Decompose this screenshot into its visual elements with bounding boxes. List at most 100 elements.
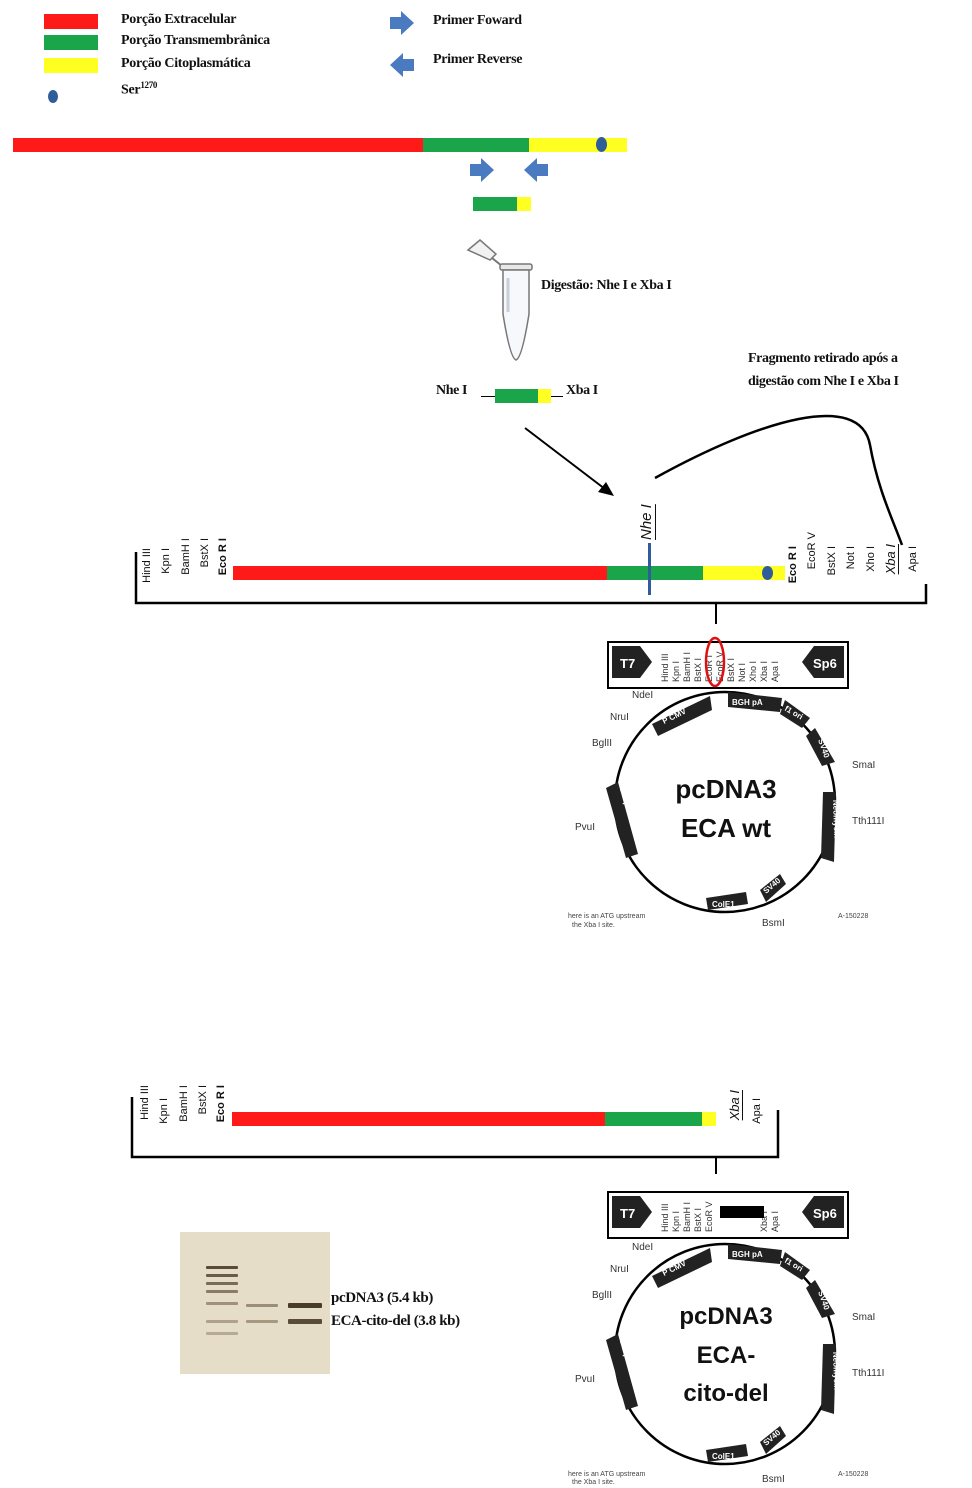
plasmid-top-footnote-1: here is an ATG upstream — [568, 913, 645, 920]
plasmid-top-name-2: ECA wt — [681, 813, 771, 843]
legend-label-transmembrane: Porção Transmembrânica — [121, 33, 270, 48]
plasmid-top-code: A-150228 — [838, 913, 868, 920]
microtube-icon — [466, 239, 533, 361]
gel-image — [180, 1232, 330, 1374]
gel-lane3-band-upper — [288, 1303, 322, 1308]
protein-transmembrane-segment — [423, 138, 529, 152]
plasmid-top-ecor-highlight — [704, 636, 726, 688]
fragment-nhe-label: Nhe I — [436, 383, 468, 398]
fragment-transmembrane — [495, 389, 538, 403]
plasmid-top-site-nrui: NruI — [610, 712, 629, 723]
gel-ladder-band — [206, 1274, 238, 1277]
construct-nhe-cut-mark — [648, 543, 651, 595]
pcr-product-transmembrane — [473, 197, 517, 211]
plasmid-bottom-mcs-2: BamH I — [682, 1202, 692, 1232]
construct-extracellular — [233, 566, 607, 580]
fragment-left-line — [481, 396, 495, 397]
legend-label-cytoplasmic: Porção Citoplasmática — [121, 56, 251, 71]
plasmid-bottom-mcs-0: Hind III — [660, 1203, 670, 1232]
plasmid-bottom-t7: T7 — [620, 1206, 635, 1221]
gel-lane2-band-upper — [246, 1304, 278, 1307]
gel-ladder-band — [206, 1320, 238, 1323]
ser-superscript: 1270 — [140, 80, 158, 90]
plasmid-bottom-site-tth: Tth111I — [852, 1368, 884, 1379]
gel-ladder-band — [206, 1290, 238, 1293]
fragment-removed-line1: Fragmento retirado após a — [748, 351, 898, 366]
plasmid-top-mcs-4: EcoR I — [704, 655, 714, 682]
digestion-label: Digestão: Nhe I e Xba I — [541, 278, 672, 293]
legend-swatch-extracellular — [44, 14, 98, 29]
mcs-bottom-bracket — [130, 1097, 780, 1174]
plasmid-top-site-tth: Tth111I — [852, 816, 884, 827]
plasmid-top-mcs-10: Apa I — [770, 661, 780, 682]
ser-text: Ser — [121, 82, 141, 98]
plasmid-top-mcs-2: BamH I — [682, 652, 692, 682]
plasmid-bottom-name-2: ECA- — [697, 1342, 756, 1369]
plasmid-map-bottom: T7 Sp6 Hind III Kpn I BamH I BstX I EcoR… — [568, 1191, 884, 1486]
mcs-top-bracket — [134, 552, 928, 624]
legend-swatch-cytoplasmic — [44, 58, 98, 73]
plasmid-top-site-bsmi: BsmI — [762, 918, 785, 929]
plasmid-top-mcs-3: BstX I — [693, 658, 703, 682]
gel-label-pcdna3: pcDNA3 (5.4 kb) — [331, 1290, 433, 1306]
primer-reverse-arrow-icon — [524, 158, 548, 182]
protein-ser-dot — [596, 137, 607, 152]
legend-label-ser: Ser1270 — [121, 80, 157, 99]
legend-primer-reverse-icon — [390, 53, 414, 77]
plasmid-bottom-code: A-150228 — [838, 1471, 868, 1478]
fragment-cytoplasmic — [538, 389, 551, 403]
legend-label-primer-reverse: Primer Reverse — [433, 52, 523, 67]
plasmid-top-name-1: pcDNA3 — [675, 774, 776, 804]
gel-ladder-band — [206, 1302, 238, 1305]
gel-ladder-band — [206, 1332, 238, 1335]
plasmid-bottom-footnote-1: here is an ATG upstream — [568, 1471, 645, 1478]
plasmid-bottom-mcs-4: EcoR V — [704, 1201, 714, 1232]
pcr-product-cytoplasmic — [517, 197, 531, 211]
plasmid-top-site-smai: SmaI — [852, 760, 875, 771]
plasmid-top-t7: T7 — [620, 656, 635, 671]
gel-ladder-band — [206, 1282, 238, 1285]
legend-primer-forward-icon — [390, 11, 414, 35]
deletion-construct-transmembrane — [605, 1112, 702, 1126]
plasmid-bottom-site-nrui: NruI — [610, 1264, 629, 1275]
plasmid-bottom-name-3: cito-del — [683, 1380, 768, 1407]
plasmid-bottom-mcs-6: Xba I — [759, 1211, 769, 1232]
gel-label-eca-cito-del: ECA-cito-del (3.8 kb) — [331, 1313, 460, 1329]
legend-swatch-transmembrane — [44, 35, 98, 50]
gel-lane2-band-lower — [246, 1320, 278, 1323]
plasmid-bottom-site-smai: SmaI — [852, 1312, 875, 1323]
plasmid-top-mcs-5: EcoR V — [715, 651, 725, 682]
plasmid-top-mcs-6: BstX I — [726, 658, 736, 682]
protein-extracellular-segment — [13, 138, 423, 152]
plasmid-top-site-bglii: BglII — [592, 738, 612, 749]
plasmid-bottom-name-1: pcDNA3 — [679, 1303, 772, 1330]
plasmid-map-top: T7 Sp6 Hind III Kpn I BamH I BstX I EcoR… — [568, 636, 884, 929]
plasmid-bottom-feature-cole1: ColE1 — [712, 1452, 735, 1461]
plasmid-top-mcs-7: Not I — [737, 663, 747, 682]
plasmid-top-site-pvui: PvuI — [575, 822, 595, 833]
deletion-construct-extracellular — [232, 1112, 605, 1126]
legend-label-primer-forward: Primer Foward — [433, 13, 522, 28]
plasmid-bottom-footnote-2: the Xba I site. — [572, 1479, 615, 1486]
plasmid-bottom-mcs-1: Kpn I — [671, 1211, 681, 1232]
plasmid-top-feature-bghpa: BGH pA — [732, 698, 763, 707]
plasmid-top-feature-cole1: ColE1 — [712, 900, 735, 909]
plasmid-bottom-feature-neomycin: Neomycin — [831, 1352, 841, 1391]
plasmid-top-mcs-1: Kpn I — [671, 661, 681, 682]
plasmid-top-footnote-2: the Xba I site. — [572, 922, 615, 929]
construct-transmembrane — [607, 566, 703, 580]
fragment-xba-label: Xba I — [566, 383, 598, 398]
insertion-arrow — [524, 414, 904, 546]
plasmid-bottom-site-bsmi: BsmI — [762, 1474, 785, 1485]
plasmid-top-mcs-0: Hind III — [660, 653, 670, 682]
plasmid-bottom-sp6: Sp6 — [813, 1206, 837, 1221]
plasmid-bottom-mcs-7: Apa I — [770, 1211, 780, 1232]
legend-ser-dot — [48, 90, 58, 103]
plasmid-top-site-ndei: NdeI — [632, 690, 653, 701]
plasmid-top-mcs-8: Xho I — [748, 661, 758, 682]
deletion-construct-cytoplasmic — [702, 1112, 716, 1126]
plasmid-bottom-feature-bghpa: BGH pA — [732, 1250, 763, 1259]
plasmid-bottom-deleted-region — [720, 1206, 764, 1218]
fragment-right-line — [551, 396, 563, 397]
plasmid-bottom-site-ndei: NdeI — [632, 1242, 653, 1253]
